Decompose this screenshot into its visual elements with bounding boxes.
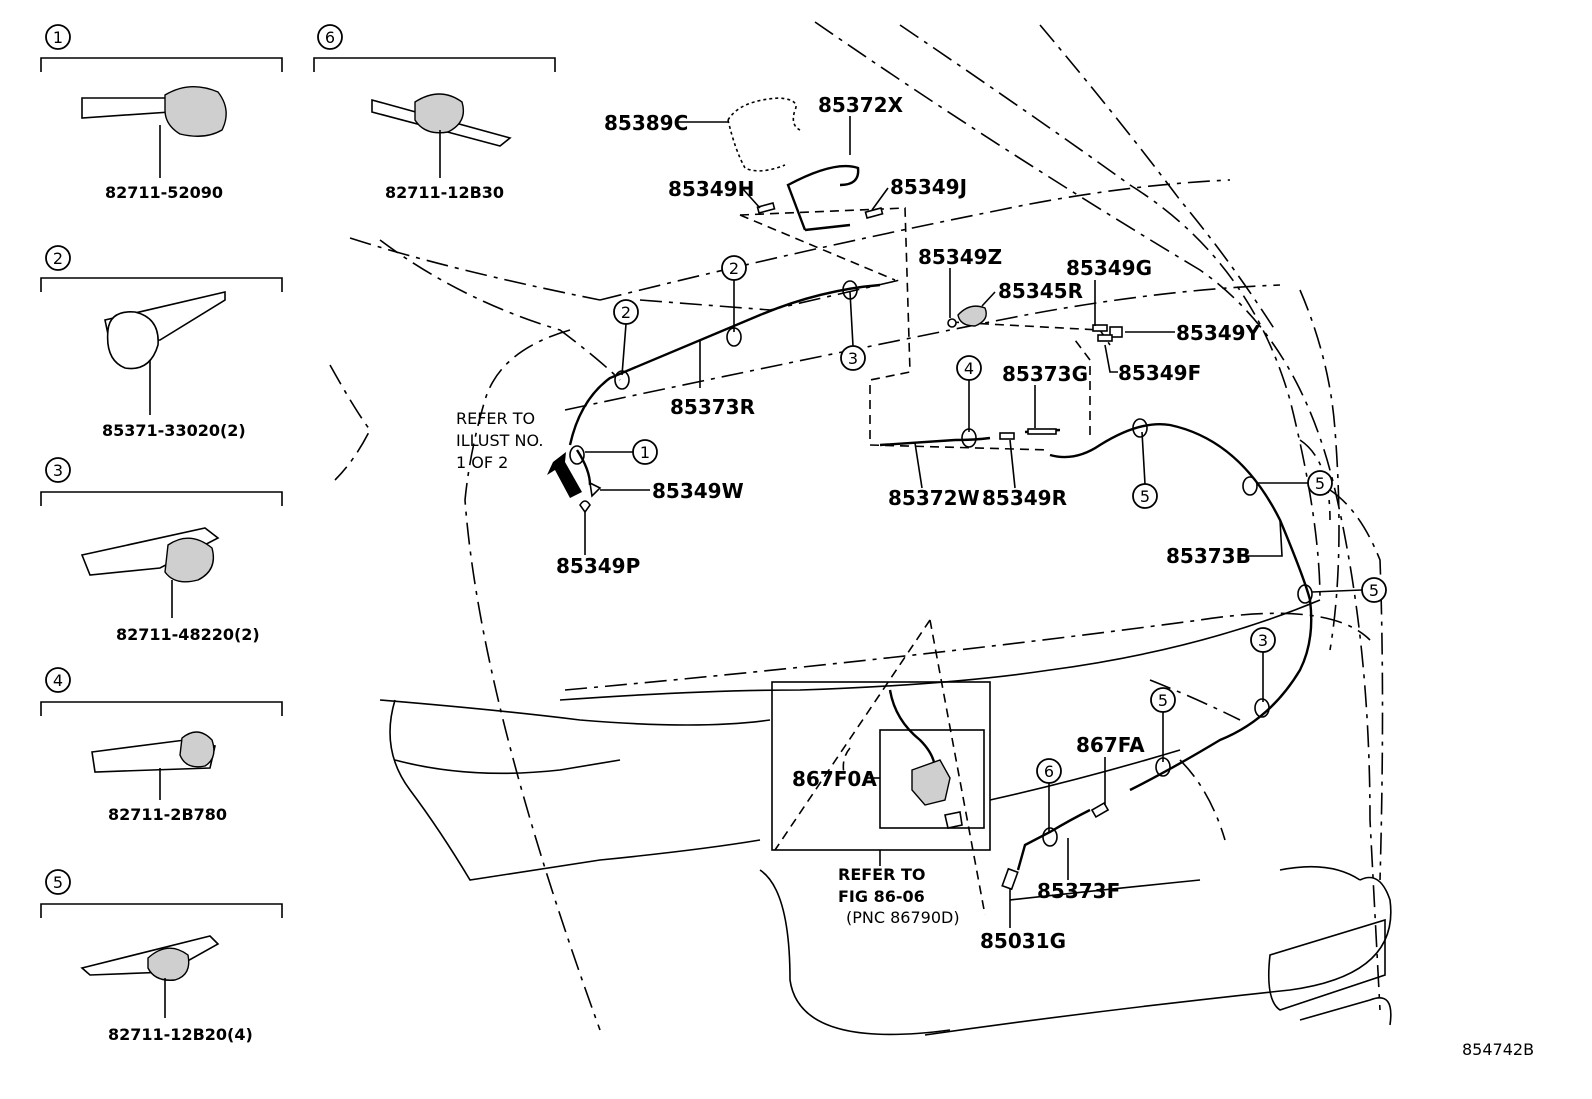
svg-text:1 OF 2: 1 OF 2 [456, 453, 508, 472]
svg-text:ILLUST NO.: ILLUST NO. [456, 431, 543, 450]
legend-item-2: 2 85371-33020(2) [40, 245, 283, 440]
svg-text:(PNC 86790D): (PNC 86790D) [846, 908, 960, 927]
detail-frames [739, 207, 1111, 916]
svg-text:82711-48220(2): 82711-48220(2) [116, 625, 260, 644]
label-85349W: 85349W [652, 479, 744, 503]
legend-item-6: 6 82711-12B30 [313, 24, 556, 202]
inset-867F0A [771, 681, 991, 851]
figure-id: 854742B [1462, 1040, 1534, 1059]
label-85349Z: 85349Z [918, 245, 1002, 269]
svg-text:82711-12B30: 82711-12B30 [385, 183, 504, 202]
label-85349Y: 85349Y [1176, 321, 1261, 345]
svg-text:1: 1 [640, 443, 650, 462]
svg-text:FIG 86-06: FIG 86-06 [838, 887, 925, 906]
svg-text:3: 3 [1258, 631, 1268, 650]
legend-item-5: 5 82711-12B20(4) [40, 869, 283, 1044]
label-85373B: 85373B [1166, 544, 1251, 568]
legend-item-3: 3 82711-48220(2) [40, 457, 283, 644]
label-85031G: 85031G [980, 929, 1066, 953]
label-85349G: 85349G [1066, 256, 1152, 280]
legend-item-1: 1 82711-52090 [40, 24, 283, 202]
svg-text:85371-33020(2): 85371-33020(2) [102, 421, 246, 440]
note-refer-illust: REFER TO ILLUST NO. 1 OF 2 [456, 409, 543, 472]
svg-text:3: 3 [53, 461, 63, 480]
svg-text:82711-52090: 82711-52090 [105, 183, 223, 202]
svg-text:3: 3 [848, 349, 858, 368]
svg-text:REFER TO: REFER TO [838, 865, 926, 884]
svg-text:2: 2 [53, 249, 63, 268]
diagram-callouts: 2 2 3 1 4 5 5 5 3 5 6 [613, 255, 1387, 784]
label-85389C: 85389C [604, 111, 688, 135]
legend-item-4: 4 82711-2B780 [40, 667, 283, 824]
svg-text:5: 5 [1315, 474, 1325, 493]
svg-text:REFER TO: REFER TO [456, 409, 535, 428]
label-867FA: 867FA [1076, 733, 1145, 757]
callout-leaders [569, 280, 1363, 847]
small-parts [575, 202, 1123, 891]
svg-text:82711-12B20(4): 82711-12B20(4) [108, 1025, 253, 1044]
svg-text:5: 5 [1369, 581, 1379, 600]
svg-text:6: 6 [325, 28, 335, 47]
svg-text:5: 5 [1140, 487, 1150, 506]
label-85349R: 85349R [982, 486, 1067, 510]
label-85345R: 85345R [998, 279, 1083, 303]
label-leaders [584, 116, 1283, 928]
label-85373G: 85373G [1002, 362, 1088, 386]
label-85373R: 85373R [670, 395, 755, 419]
label-85349J: 85349J [890, 175, 967, 199]
label-85349P: 85349P [556, 554, 640, 578]
part-labels: 85389C 85372X 85349H 85349J 85349Z 85345… [556, 93, 1261, 953]
svg-text:6: 6 [1044, 762, 1054, 781]
label-85373F: 85373F [1037, 879, 1120, 903]
svg-text:82711-2B780: 82711-2B780 [108, 805, 227, 824]
svg-text:2: 2 [729, 259, 739, 278]
svg-text:5: 5 [53, 873, 63, 892]
svg-text:4: 4 [964, 359, 974, 378]
label-85349F: 85349F [1118, 361, 1201, 385]
svg-text:4: 4 [53, 671, 63, 690]
hoses [568, 97, 1313, 871]
svg-text:2: 2 [621, 303, 631, 322]
label-85372X: 85372X [818, 93, 904, 117]
label-867F0A: 867F0A [792, 767, 877, 791]
note-refer-fig: REFER TO FIG 86-06 (PNC 86790D) [838, 865, 960, 927]
svg-text:5: 5 [1158, 691, 1168, 710]
label-85372W: 85372W [888, 486, 980, 510]
svg-text:1: 1 [53, 28, 63, 47]
refer-arrow-icon [547, 452, 582, 498]
label-85349H: 85349H [668, 177, 754, 201]
